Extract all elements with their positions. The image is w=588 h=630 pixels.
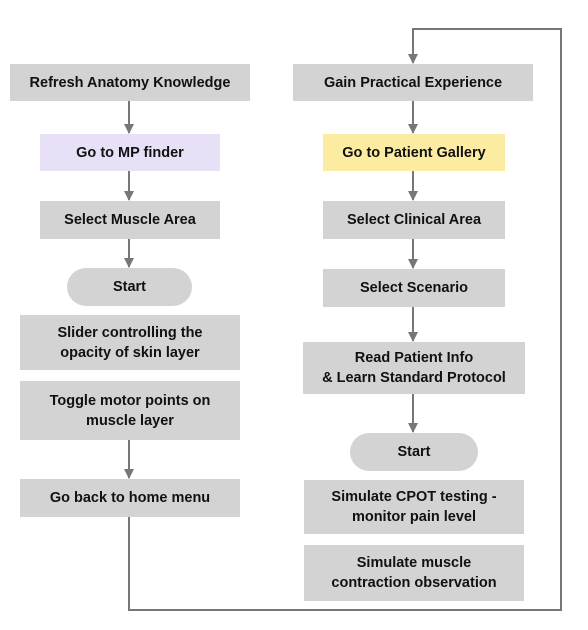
muscle-contraction-label: Simulate muscle contraction observation xyxy=(331,555,497,591)
gain-experience-label: Gain Practical Experience xyxy=(323,74,503,91)
left-start-label: Start xyxy=(112,279,147,295)
left-start-pill: Start xyxy=(67,268,192,306)
loop-connector xyxy=(128,28,562,611)
home-menu-box: Go back to home menu xyxy=(20,479,240,517)
refresh-anatomy-label: Refresh Anatomy Knowledge xyxy=(29,74,231,91)
right-start-label: Start xyxy=(397,444,431,460)
gain-experience-box: Gain Practical Experience xyxy=(293,64,533,101)
patient-gallery-box: Go to Patient Gallery xyxy=(323,134,505,171)
refresh-anatomy-box: Refresh Anatomy Knowledge xyxy=(10,64,250,101)
patient-info-label: Read Patient Info & Learn Standard Proto… xyxy=(322,350,506,386)
clinical-area-box: Select Clinical Area xyxy=(323,201,505,239)
select-muscle-area-box: Select Muscle Area xyxy=(40,201,220,239)
mp-finder-box: Go to MP finder xyxy=(40,134,220,171)
patient-info-box: Read Patient Info & Learn Standard Proto… xyxy=(303,342,525,394)
cpot-testing-box: Simulate CPOT testing - monitor pain lev… xyxy=(304,480,524,534)
patient-gallery-label: Go to Patient Gallery xyxy=(342,144,486,161)
slider-opacity-label: Slider controlling the opacity of skin l… xyxy=(57,324,203,361)
toggle-motor-points-label: Toggle motor points on muscle layer xyxy=(49,392,211,429)
select-muscle-area-label: Select Muscle Area xyxy=(64,212,196,228)
cpot-testing-label: Simulate CPOT testing - monitor pain lev… xyxy=(331,489,497,525)
clinical-area-label: Select Clinical Area xyxy=(346,212,482,228)
muscle-contraction-box: Simulate muscle contraction observation xyxy=(304,545,524,601)
slider-opacity-box: Slider controlling the opacity of skin l… xyxy=(20,315,240,370)
select-scenario-label: Select Scenario xyxy=(360,280,468,296)
home-menu-label: Go back to home menu xyxy=(49,490,211,506)
select-scenario-box: Select Scenario xyxy=(323,269,505,307)
right-start-pill: Start xyxy=(350,433,478,471)
toggle-motor-points-box: Toggle motor points on muscle layer xyxy=(20,381,240,440)
mp-finder-label: Go to MP finder xyxy=(76,144,184,161)
